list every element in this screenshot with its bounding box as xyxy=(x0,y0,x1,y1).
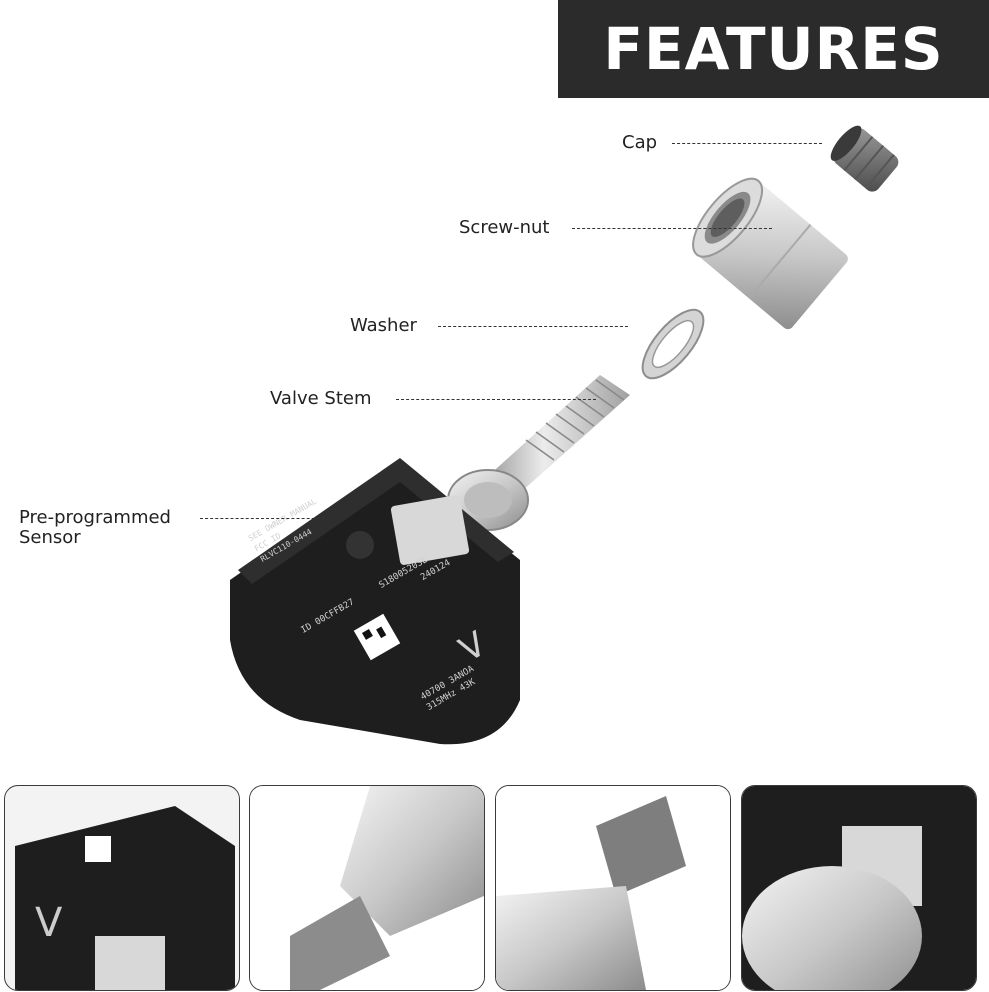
detail-panel-sensor: V xyxy=(4,785,240,991)
screw-nut-part xyxy=(692,177,848,330)
leader-washer xyxy=(438,326,628,327)
label-sensor-line1: Pre-programmed xyxy=(19,507,171,528)
washer-part xyxy=(641,308,705,380)
detail-panel-stem xyxy=(741,785,977,991)
detail-panel-cap xyxy=(495,785,731,991)
features-banner: FEATURES xyxy=(558,0,989,98)
leader-sensor xyxy=(200,518,330,519)
label-cap: Cap xyxy=(622,132,658,153)
detail-panel-nut xyxy=(249,785,485,991)
leader-screw-nut xyxy=(572,228,772,229)
leader-valve-stem xyxy=(396,399,596,400)
label-screw-nut: Screw-nut xyxy=(459,217,550,238)
label-valve-stem: Valve Stem xyxy=(270,388,372,409)
leader-cap xyxy=(672,143,822,144)
tpms-exploded-illustration: SEE OWNER MANUAL FCC ID RLVC110-0444 ID … xyxy=(230,125,899,745)
label-sensor-line2: Sensor xyxy=(19,527,81,548)
features-title: FEATURES xyxy=(603,15,944,83)
cap-part xyxy=(830,125,899,192)
label-washer: Washer xyxy=(350,315,417,336)
svg-text:V: V xyxy=(35,900,63,946)
